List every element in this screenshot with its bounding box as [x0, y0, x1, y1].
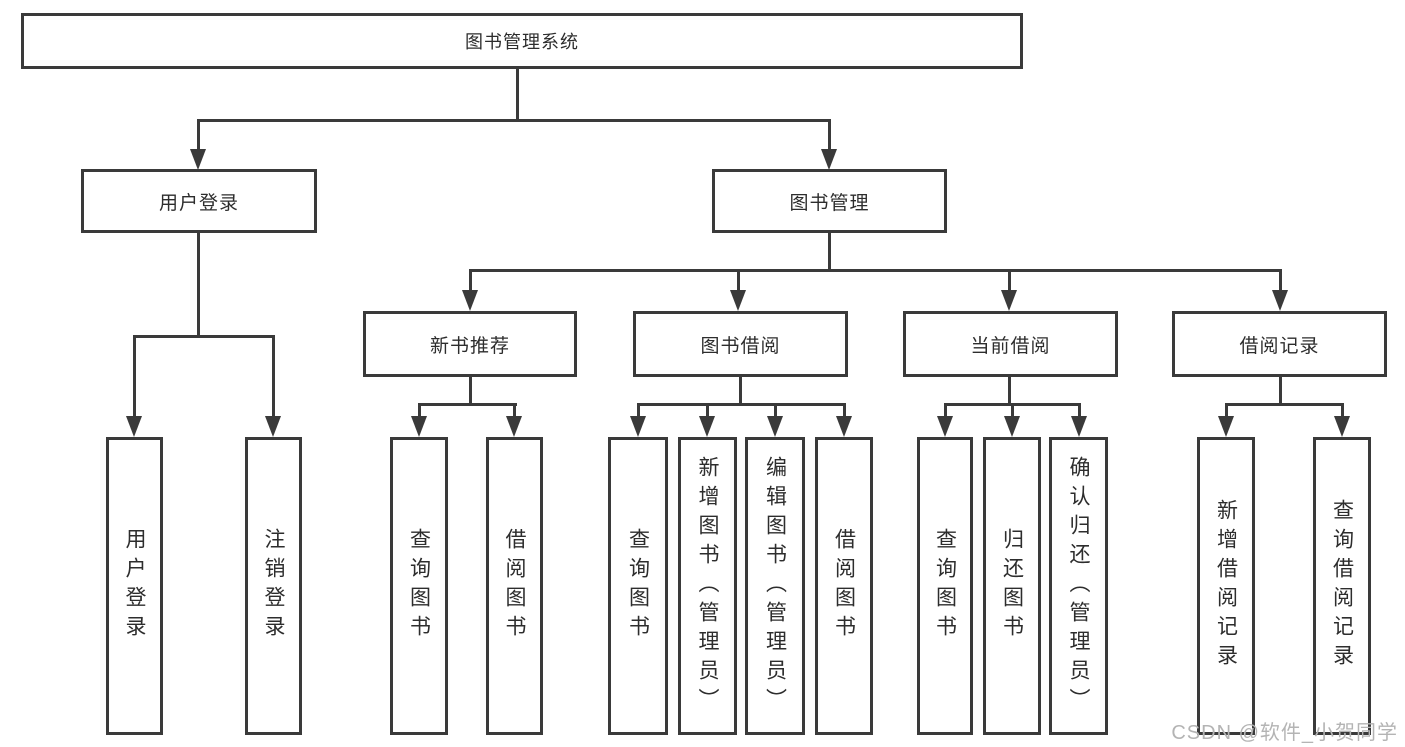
connector-line: [1008, 377, 1011, 406]
node-label: 查询图书: [933, 528, 957, 644]
arrow-down-icon: [411, 416, 427, 437]
connector-line: [1225, 403, 1228, 418]
arrow-down-icon: [1071, 416, 1087, 437]
connector-line: [1279, 377, 1282, 406]
connector-line: [1341, 403, 1344, 418]
connector-line: [133, 335, 136, 418]
arrow-down-icon: [1001, 290, 1017, 311]
arrow-down-icon: [767, 416, 783, 437]
connector-line: [828, 119, 831, 152]
node-label: 编辑图书（管理员）: [763, 455, 787, 717]
connector-line: [469, 269, 472, 293]
arrow-down-icon: [1334, 416, 1350, 437]
node-borrow-books-recommend: 借阅图书: [486, 437, 543, 735]
connector-line: [418, 403, 517, 406]
node-new-book-recommend: 新书推荐: [363, 311, 577, 377]
connector-line: [418, 403, 421, 418]
node-current-borrowing: 当前借阅: [903, 311, 1118, 377]
arrow-down-icon: [190, 149, 206, 170]
arrow-down-icon: [937, 416, 953, 437]
arrow-down-icon: [126, 416, 142, 437]
connector-line: [843, 403, 846, 418]
connector-line: [1008, 269, 1011, 293]
node-book-management: 图书管理: [712, 169, 947, 233]
connector-line: [706, 403, 709, 418]
arrow-down-icon: [630, 416, 646, 437]
connector-line: [133, 335, 275, 338]
node-edit-books-admin: 编辑图书（管理员）: [745, 437, 805, 735]
csdn-watermark: CSDN @软件_小贺同学: [1171, 722, 1398, 744]
node-label: 新增借阅记录: [1214, 499, 1238, 673]
arrow-down-icon: [1218, 416, 1234, 437]
arrow-down-icon: [821, 149, 837, 170]
node-query-borrow-record: 查询借阅记录: [1313, 437, 1371, 735]
node-label: 借阅图书: [503, 528, 526, 644]
connector-line: [739, 377, 742, 406]
node-label: 确认归还（管理员）: [1067, 455, 1090, 717]
node-query-books-current: 查询图书: [917, 437, 973, 735]
connector-line: [513, 403, 516, 418]
arrow-down-icon: [506, 416, 522, 437]
node-logout-action: 注销登录: [245, 437, 302, 735]
node-borrow-books-borrowing: 借阅图书: [815, 437, 873, 735]
connector-line: [1078, 403, 1081, 418]
arrow-down-icon: [265, 416, 281, 437]
connector-line: [197, 119, 831, 122]
node-label: 用户登录: [123, 528, 146, 644]
connector-line: [197, 233, 200, 338]
node-book-borrowing: 图书借阅: [633, 311, 848, 377]
connector-line: [272, 335, 275, 418]
connector-line: [469, 377, 472, 406]
node-library-system: 图书管理系统: [21, 13, 1023, 69]
connector-line: [1011, 403, 1014, 418]
node-label: 查询借阅记录: [1330, 499, 1354, 673]
connector-line: [737, 269, 740, 293]
arrow-down-icon: [730, 290, 746, 311]
connector-line: [828, 233, 831, 272]
connector-line: [469, 269, 1282, 272]
node-label: 注销登录: [262, 528, 285, 644]
node-user-login-action: 用户登录: [106, 437, 163, 735]
node-label: 查询图书: [626, 528, 650, 644]
arrow-down-icon: [462, 290, 478, 311]
node-label: 新增图书（管理员）: [696, 455, 719, 717]
node-borrowing-records: 借阅记录: [1172, 311, 1387, 377]
arrow-down-icon: [1272, 290, 1288, 311]
connector-line: [774, 403, 777, 418]
connector-line: [1279, 269, 1282, 293]
connector-line: [1225, 403, 1344, 406]
connector-line: [637, 403, 846, 406]
node-label: 借阅图书: [832, 528, 856, 644]
node-query-books-borrowing: 查询图书: [608, 437, 668, 735]
node-user-login: 用户登录: [81, 169, 317, 233]
node-return-books: 归还图书: [983, 437, 1041, 735]
node-add-books-admin: 新增图书（管理员）: [678, 437, 737, 735]
node-confirm-return-admin: 确认归还（管理员）: [1049, 437, 1108, 735]
node-label: 归还图书: [1000, 528, 1024, 644]
connector-line: [516, 69, 519, 121]
arrow-down-icon: [836, 416, 852, 437]
node-label: 查询图书: [407, 528, 431, 644]
arrow-down-icon: [699, 416, 715, 437]
connector-line: [197, 119, 200, 152]
node-add-borrow-record: 新增借阅记录: [1197, 437, 1255, 735]
connector-line: [637, 403, 640, 418]
connector-line: [944, 403, 947, 418]
arrow-down-icon: [1004, 416, 1020, 437]
node-query-books-recommend: 查询图书: [390, 437, 448, 735]
